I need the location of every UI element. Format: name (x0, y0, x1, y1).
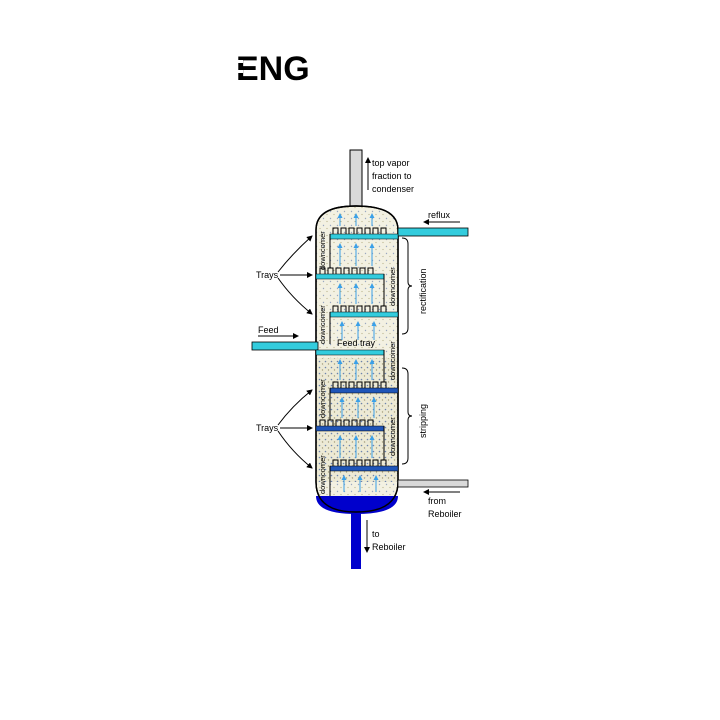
logo-text: ENG (236, 50, 310, 88)
rectification-brace: rectification (401, 237, 428, 335)
downcomer-label: downcomer (388, 417, 397, 456)
downcomer-walls (329, 234, 385, 496)
vapor-arrows (337, 213, 379, 492)
trays-label-upper: Trays (256, 235, 313, 315)
feed-tray-label: Feed tray (337, 338, 376, 348)
downcomer-label: downcomer (318, 231, 327, 270)
reflux-inlet-pipe: reflux (397, 210, 469, 237)
rectification-label: rectification (418, 268, 428, 314)
downcomer-label: downcomer (318, 305, 327, 344)
downcomer-label: downcomer (388, 341, 397, 380)
tray-5 (329, 381, 399, 394)
trays-upper-label: Trays (256, 270, 279, 280)
trays-label-lower: Trays (256, 389, 313, 469)
to-reboiler-label-2: Reboiler (372, 542, 406, 552)
bottoms-outlet-pipe: to Reboiler (351, 513, 406, 569)
downcomer-label: downcomer (318, 379, 327, 418)
downcomer-label: downcomer (388, 267, 397, 306)
to-reboiler-label-1: to (372, 529, 380, 539)
trays: Feed tray (315, 227, 399, 472)
downcomer-labels: downcomer downcomer downcomer downcomer … (318, 231, 397, 494)
logo: ENG (234, 48, 310, 88)
tray-7 (329, 459, 399, 472)
reflux-label: reflux (428, 210, 451, 220)
feed-label: Feed (258, 325, 279, 335)
from-reboiler-label-2: Reboiler (428, 509, 462, 519)
trays-lower-label: Trays (256, 423, 279, 433)
top-vapor-pipe: top vapor fraction to condenser (349, 149, 414, 211)
top-vapor-label-3: condenser (372, 184, 414, 194)
from-reboiler-label-1: from (428, 496, 446, 506)
stripping-label: stripping (418, 404, 428, 438)
top-vapor-label-2: fraction to (372, 171, 412, 181)
stripping-brace: stripping (401, 367, 428, 465)
downcomer-label: downcomer (318, 455, 327, 494)
reboiler-vapor-inlet: from Reboiler (397, 479, 469, 519)
feed-inlet-pipe: Feed (251, 325, 319, 351)
top-vapor-label-1: top vapor (372, 158, 410, 168)
